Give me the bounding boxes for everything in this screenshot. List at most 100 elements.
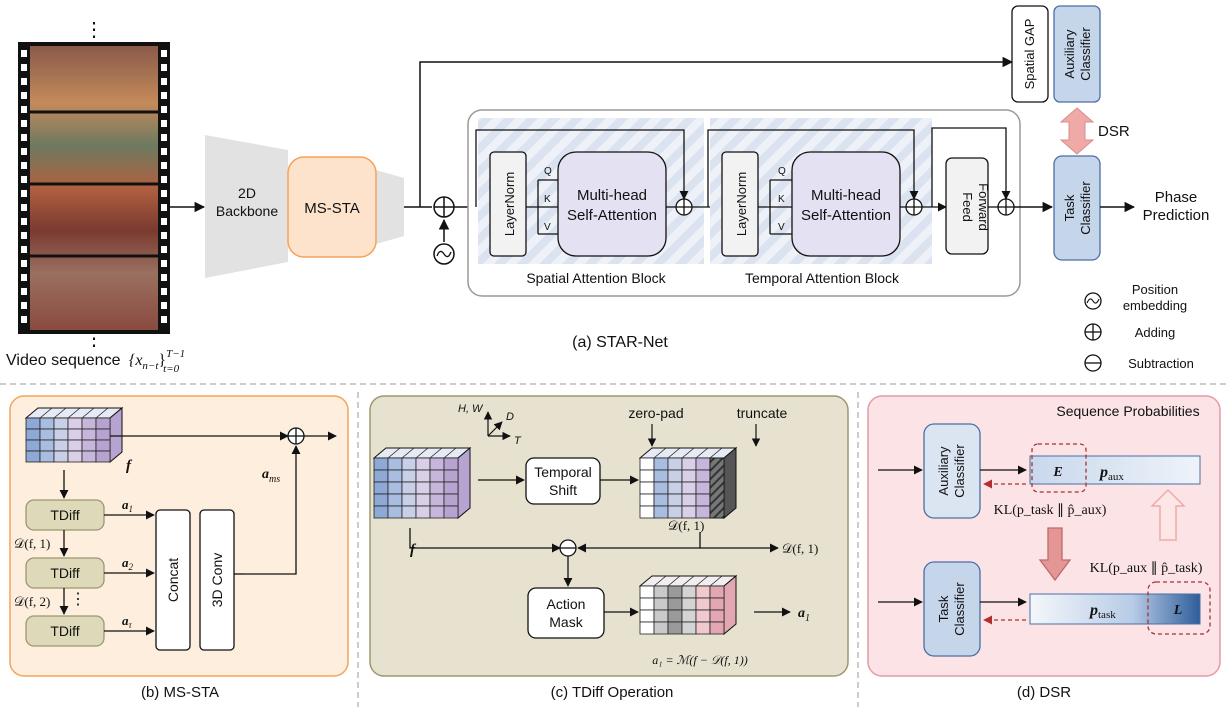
sprocket-hole: [161, 50, 167, 57]
cube-cell: [695, 469, 711, 483]
feed-forward-box: [945, 157, 989, 255]
cube-cell: [67, 450, 83, 463]
cube-cell: [373, 493, 389, 507]
cube-cell: [81, 439, 97, 452]
ms-sta-box: [287, 156, 377, 258]
backbone-trapezoid: [205, 135, 288, 278]
truncate-label: truncate: [737, 405, 788, 421]
sprocket-hole: [21, 92, 27, 99]
cube-cell: [639, 469, 655, 483]
sprocket-hole: [161, 246, 167, 253]
cube-cell: [695, 505, 711, 519]
temporal-shift-box: [525, 457, 601, 505]
legend: Position embedding Adding Subtraction: [1084, 282, 1194, 372]
cube-cell: [695, 493, 711, 507]
feature-cube-f: [372, 446, 472, 520]
cube-cell: [415, 493, 431, 507]
sprocket-hole: [161, 134, 167, 141]
cube-cell: [415, 457, 431, 471]
cube-cell: [681, 621, 697, 635]
sprocket-hole: [161, 162, 167, 169]
dsr-double-arrow: [1059, 107, 1095, 155]
cube-cell: [667, 585, 683, 599]
cube-cell: [639, 609, 655, 623]
sprocket-hole: [161, 204, 167, 211]
cube-cell: [639, 505, 655, 519]
cube-cell: [429, 457, 445, 471]
panel-d-dsr: Sequence Probabilities Auxiliary Classif…: [867, 395, 1221, 701]
cube-side-face: [723, 574, 737, 636]
cube-cell: [443, 457, 459, 471]
legend-subtraction: Subtraction: [1128, 356, 1194, 371]
sprocket-hole: [161, 120, 167, 127]
task-label-1: Task: [1062, 194, 1077, 221]
d-task-label-1: Task: [936, 595, 951, 622]
temporal-layernorm-label: LayerNorm: [734, 172, 749, 236]
cube-cell: [401, 505, 417, 519]
cube-cell: [681, 457, 697, 471]
cube-cell: [695, 609, 711, 623]
conv3d-box: [199, 509, 235, 651]
cube-cell: [653, 621, 669, 635]
sprocket-hole: [21, 120, 27, 127]
sprocket-hole: [161, 148, 167, 155]
cube-side-face: [109, 406, 123, 464]
cube-cell: [667, 597, 683, 611]
aux-label-1: Auxiliary: [1062, 29, 1077, 79]
cube-cell: [653, 505, 669, 519]
action-mask-label-2: Mask: [549, 614, 583, 630]
cube-cell: [39, 450, 55, 463]
sprocket-hole: [161, 64, 167, 71]
temporal-layernorm-box: [721, 151, 759, 257]
sprocket-hole: [21, 274, 27, 281]
film-sprockets: [21, 50, 167, 323]
action-mask-label-1: Action: [547, 596, 586, 612]
cube-cell: [681, 469, 697, 483]
c-a1-out: a1: [798, 606, 810, 624]
cube-cell: [653, 609, 669, 623]
spatial-block-label: Spatial Attention Block: [526, 270, 666, 286]
sprocket-hole: [21, 246, 27, 253]
cube-cell: [67, 439, 83, 452]
sprocket-hole: [21, 204, 27, 211]
panel-c-bg: [369, 395, 849, 677]
cube-cell: [415, 481, 431, 495]
caption-b: (b) MS-STA: [141, 684, 219, 701]
film-images: [30, 46, 158, 330]
cube-cell: [681, 585, 697, 599]
cube-cell: [429, 493, 445, 507]
truncated-slice: [709, 457, 725, 519]
cube-cell: [667, 457, 683, 471]
cube-cell: [443, 493, 459, 507]
b-d2-label: 𝒟(f, 2): [14, 594, 50, 609]
cube-cell: [401, 493, 417, 507]
temporal-mhsa-box: [791, 151, 901, 257]
phase-label-2: Prediction: [1143, 207, 1210, 224]
cube-cell: [25, 417, 41, 430]
cube-cell: [709, 609, 725, 623]
kl-down-arrow: [1038, 527, 1072, 582]
cube-cell: [53, 450, 69, 463]
c-equation: a₁ = ℳ(f − 𝒟(f, 1)): [652, 653, 747, 667]
concat-box: [155, 509, 191, 651]
seq-prob-title: Sequence Probabilities: [1056, 403, 1199, 419]
task-label-2: Classifier: [1078, 181, 1093, 235]
cube-cell: [443, 481, 459, 495]
zero-pad-label: zero-pad: [628, 405, 683, 421]
sprocket-hole: [161, 78, 167, 85]
cube-cell: [81, 428, 97, 441]
b-ellipsis: ⋮: [70, 591, 86, 608]
conv3d-label: 3D Conv: [209, 553, 225, 607]
cube-cell: [53, 417, 69, 430]
cube-cell: [709, 597, 725, 611]
sprocket-hole: [21, 302, 27, 309]
sprocket-hole: [21, 64, 27, 71]
b-d1-label: 𝒟(f, 1): [14, 536, 50, 551]
tdiff-label-2: TDiff: [50, 565, 79, 581]
l-label: L: [1173, 603, 1183, 618]
b-f-label: f: [126, 458, 133, 474]
p-aux-label: paux: [1098, 464, 1124, 483]
aux-prob-bar: [1029, 455, 1201, 485]
ff-label-2: Forward: [976, 183, 991, 231]
